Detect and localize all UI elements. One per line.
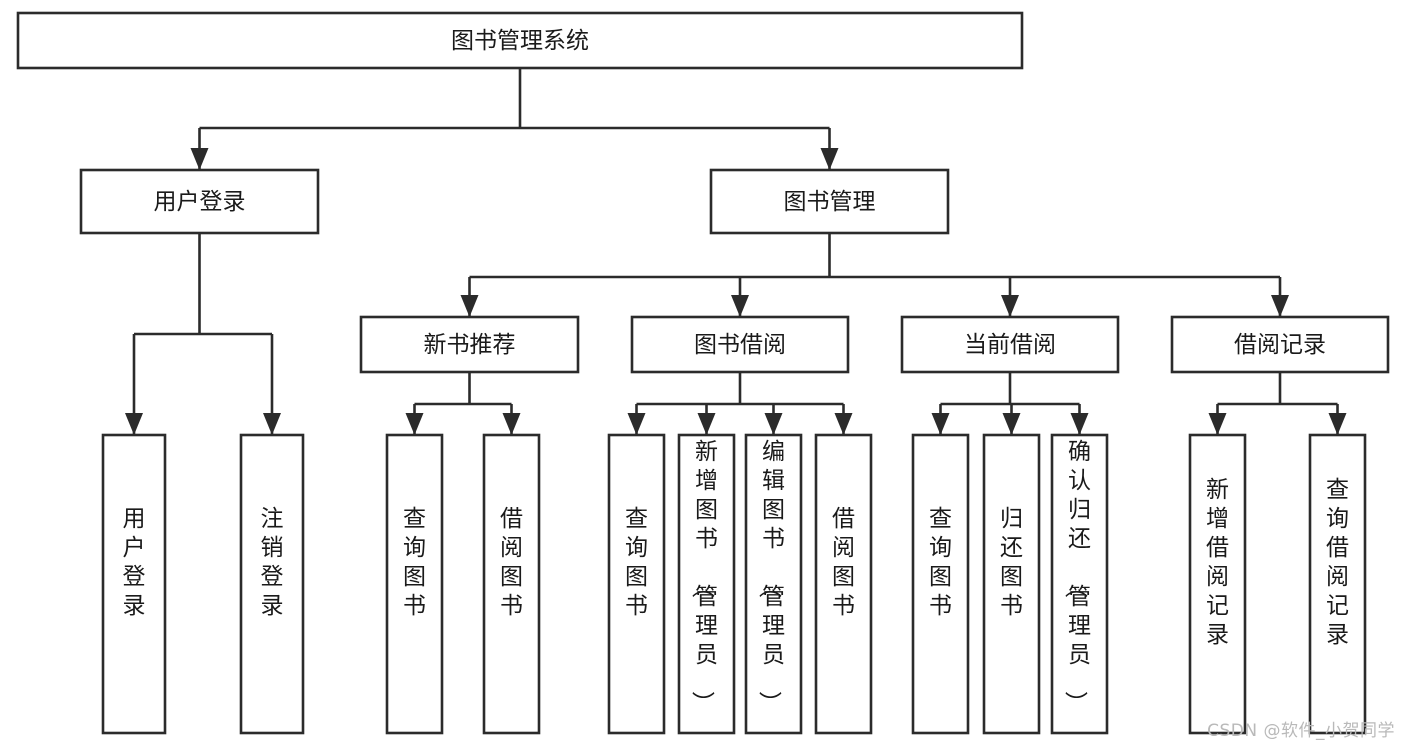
node-l11[interactable]: 确认归还（管理员） [1050, 433, 1109, 735]
node-label: 用户登录 [154, 189, 246, 215]
node-l6[interactable]: 新增图书（管理员） [677, 433, 736, 735]
node-box[interactable] [1170, 315, 1390, 374]
node-n3d[interactable]: 借阅记录 [1170, 315, 1390, 374]
arrow-to-n3a [460, 295, 479, 317]
node-l13[interactable]: 查询借阅记录 [1308, 433, 1367, 735]
node-box[interactable] [911, 433, 970, 735]
node-label: 借阅图书 [832, 506, 855, 619]
node-label: 查询图书 [929, 506, 952, 619]
edge-group-root [190, 68, 839, 170]
arrow-to-l12 [1208, 413, 1227, 435]
node-l1[interactable]: 用户登录 [101, 433, 167, 735]
node-label: 查询图书 [403, 506, 426, 619]
arrow-to-l9 [931, 413, 950, 435]
node-label: 确认归还（管理员） [1062, 439, 1091, 714]
arrow-to-l11 [1070, 413, 1089, 435]
node-box[interactable] [385, 433, 444, 735]
node-label: 编辑图书（管理员） [756, 439, 785, 714]
arrow-to-n2a [190, 148, 209, 170]
edge-group-n3d [1208, 372, 1347, 435]
edge-group-n2a [125, 233, 281, 435]
node-box[interactable] [79, 168, 320, 235]
node-box[interactable] [982, 433, 1041, 735]
node-l9[interactable]: 查询图书 [911, 433, 970, 735]
arrow-to-l10 [1002, 413, 1021, 435]
node-label: 新增图书（管理员） [689, 439, 718, 714]
node-label: 新书推荐 [424, 332, 516, 358]
edge-group-n3c [931, 372, 1089, 435]
edge-group-n3b [627, 372, 853, 435]
node-l5[interactable]: 查询图书 [607, 433, 666, 735]
node-l10[interactable]: 归还图书 [982, 433, 1041, 735]
node-box[interactable] [744, 433, 803, 735]
node-box[interactable] [709, 168, 950, 235]
arrow-to-l6 [697, 413, 716, 435]
node-label: 用户登录 [123, 506, 146, 619]
arrow-to-l2 [263, 413, 281, 435]
node-n2b[interactable]: 图书管理 [709, 168, 950, 235]
edges-layer [125, 68, 1347, 435]
arrow-to-l8 [834, 413, 853, 435]
node-label: 图书管理 [784, 189, 876, 215]
node-n2a[interactable]: 用户登录 [79, 168, 320, 235]
node-box[interactable] [482, 433, 541, 735]
node-l12[interactable]: 新增借阅记录 [1188, 433, 1247, 735]
arrow-to-n3d [1271, 295, 1289, 317]
arrow-to-n3b [731, 295, 749, 317]
node-n3c[interactable]: 当前借阅 [900, 315, 1120, 374]
node-box[interactable] [1188, 433, 1247, 735]
node-n3a[interactable]: 新书推荐 [359, 315, 580, 374]
node-n3b[interactable]: 图书借阅 [630, 315, 850, 374]
node-label: 查询图书 [625, 506, 648, 619]
edge-group-n3a [405, 372, 521, 435]
nodes-layer: 图书管理系统用户登录图书管理新书推荐图书借阅当前借阅借阅记录用户登录注销登录查询… [16, 11, 1390, 735]
watermark-label: CSDN @软件_小贺同学 [1207, 721, 1395, 741]
arrow-to-n2b [820, 148, 839, 170]
node-label: 图书借阅 [694, 332, 786, 358]
node-box[interactable] [16, 11, 1024, 70]
node-box[interactable] [359, 315, 580, 374]
arrow-to-l13 [1328, 413, 1347, 435]
arrow-to-l4 [502, 413, 521, 435]
arrow-to-l1 [125, 413, 143, 435]
node-label: 借阅记录 [1234, 332, 1326, 358]
node-box[interactable] [900, 315, 1120, 374]
node-l4[interactable]: 借阅图书 [482, 433, 541, 735]
node-l8[interactable]: 借阅图书 [814, 433, 873, 735]
node-label: 借阅图书 [500, 506, 523, 619]
node-label: 当前借阅 [964, 332, 1056, 358]
arrow-to-l5 [627, 413, 646, 435]
node-label: 新增借阅记录 [1206, 477, 1229, 648]
node-l2[interactable]: 注销登录 [239, 433, 305, 735]
node-box[interactable] [607, 433, 666, 735]
node-l3[interactable]: 查询图书 [385, 433, 444, 735]
node-root[interactable]: 图书管理系统 [16, 11, 1024, 70]
node-l7[interactable]: 编辑图书（管理员） [744, 433, 803, 735]
node-label: 图书管理系统 [451, 28, 589, 54]
node-box[interactable] [101, 433, 167, 735]
arrow-to-l7 [764, 413, 783, 435]
node-box[interactable] [1308, 433, 1367, 735]
arrow-to-l3 [405, 413, 424, 435]
node-box[interactable] [814, 433, 873, 735]
node-label: 查询借阅记录 [1326, 477, 1349, 648]
node-label: 归还图书 [1000, 506, 1023, 619]
node-box[interactable] [677, 433, 736, 735]
node-box[interactable] [1050, 433, 1109, 735]
edge-group-n2b [460, 233, 1289, 317]
arrow-to-n3c [1001, 295, 1019, 317]
node-box[interactable] [239, 433, 305, 735]
node-label: 注销登录 [261, 506, 284, 619]
node-box[interactable] [630, 315, 850, 374]
